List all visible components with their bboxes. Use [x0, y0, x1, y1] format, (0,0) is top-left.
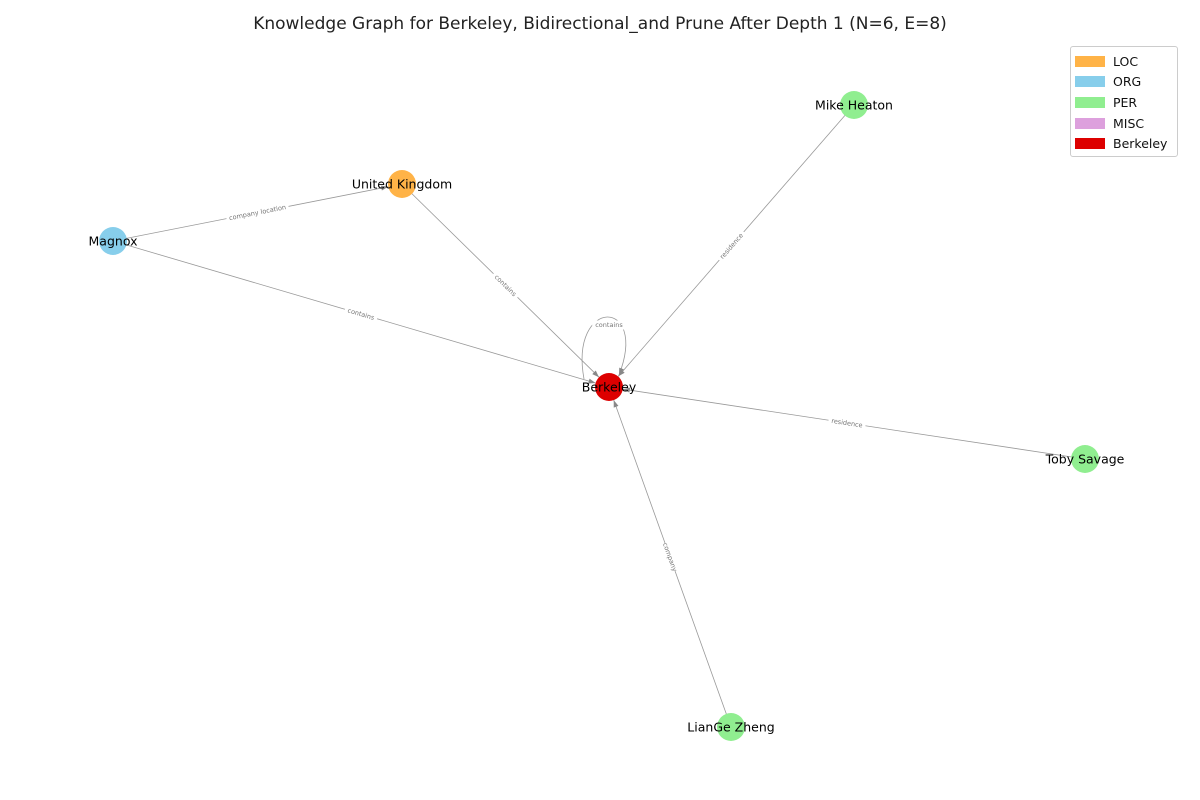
legend-item-berkeley: Berkeley: [1075, 133, 1171, 154]
node-label: Mike Heaton: [815, 98, 893, 113]
edge-arrowhead: [588, 378, 596, 384]
legend: LOC ORG PER MISC Berkeley: [1070, 46, 1178, 157]
node-zheng[interactable]: LianGe Zheng: [687, 713, 775, 741]
edge-line: [581, 316, 627, 380]
node-circle[interactable]: [595, 373, 623, 401]
node-label: Berkeley: [582, 380, 637, 395]
edge-zheng-berkeley: company: [613, 400, 732, 728]
node-magnox[interactable]: Magnox: [89, 227, 138, 255]
graph-title: Knowledge Graph for Berkeley, Bidirectio…: [253, 14, 947, 34]
node-label: LianGe Zheng: [687, 720, 774, 735]
legend-item-per: PER: [1075, 92, 1171, 113]
node-label: Magnox: [89, 234, 138, 249]
edge-label-bg: [827, 415, 867, 431]
edge-label-bg: [660, 541, 680, 573]
legend-swatch: [1075, 96, 1105, 108]
edge-arrowhead: [613, 400, 619, 408]
node-circle[interactable]: [1071, 445, 1099, 473]
legend-item-misc: MISC: [1075, 113, 1171, 134]
node-label: United Kingdom: [352, 177, 452, 192]
edge-label: contains: [595, 321, 623, 329]
edge-arrowhead: [592, 370, 600, 378]
edge-label-bg: [592, 320, 626, 330]
node-berkeley[interactable]: Berkeley: [582, 373, 637, 401]
edge-label: contains: [347, 306, 376, 322]
legend-label: PER: [1113, 94, 1138, 110]
edge-uk-berkeley: contains: [401, 183, 600, 378]
edges-layer: company location contains contains contains…: [112, 104, 1086, 728]
legend-label: Berkeley: [1113, 136, 1168, 152]
node-savage[interactable]: Toby Savage: [1045, 445, 1125, 473]
legend-swatch: [1075, 117, 1105, 129]
node-circle[interactable]: [840, 91, 868, 119]
legend-label: LOC: [1113, 53, 1139, 69]
node-circle[interactable]: [388, 170, 416, 198]
edge-label: residence: [831, 417, 863, 430]
legend-swatch: [1075, 55, 1105, 67]
node-uk[interactable]: United Kingdom: [352, 170, 452, 198]
edge-label: company: [661, 542, 679, 573]
node-label: Toby Savage: [1045, 452, 1125, 467]
legend-item-loc: LOC: [1075, 51, 1171, 72]
edge-savage-berkeley: residence: [622, 387, 1086, 460]
legend-swatch: [1075, 76, 1105, 88]
edge-magnox-berkeley: contains: [112, 240, 596, 384]
edge-label-bg: [343, 304, 379, 324]
edge-label: contains: [493, 273, 519, 298]
edge-arrowhead: [380, 185, 389, 191]
edge-label: company location: [228, 203, 286, 222]
legend-label: ORG: [1113, 74, 1142, 90]
legend-swatch: [1075, 138, 1105, 150]
edge-label: residence: [718, 232, 745, 261]
edge-arrowhead: [618, 369, 625, 377]
edge-label-bg: [715, 228, 748, 264]
legend-item-org: ORG: [1075, 72, 1171, 93]
node-circle[interactable]: [717, 713, 745, 741]
node-circle[interactable]: [99, 227, 127, 255]
edge-label-bg: [490, 270, 521, 301]
edge-heaton-berkeley: residence: [617, 104, 855, 377]
legend-label: MISC: [1113, 115, 1145, 131]
edge-berkeley-berkeley: contains: [581, 316, 627, 380]
edge-magnox-uk: company location: [112, 185, 389, 242]
edge-arrowhead: [622, 387, 631, 393]
node-heaton[interactable]: Mike Heaton: [815, 91, 893, 119]
edge-label-bg: [225, 201, 290, 224]
